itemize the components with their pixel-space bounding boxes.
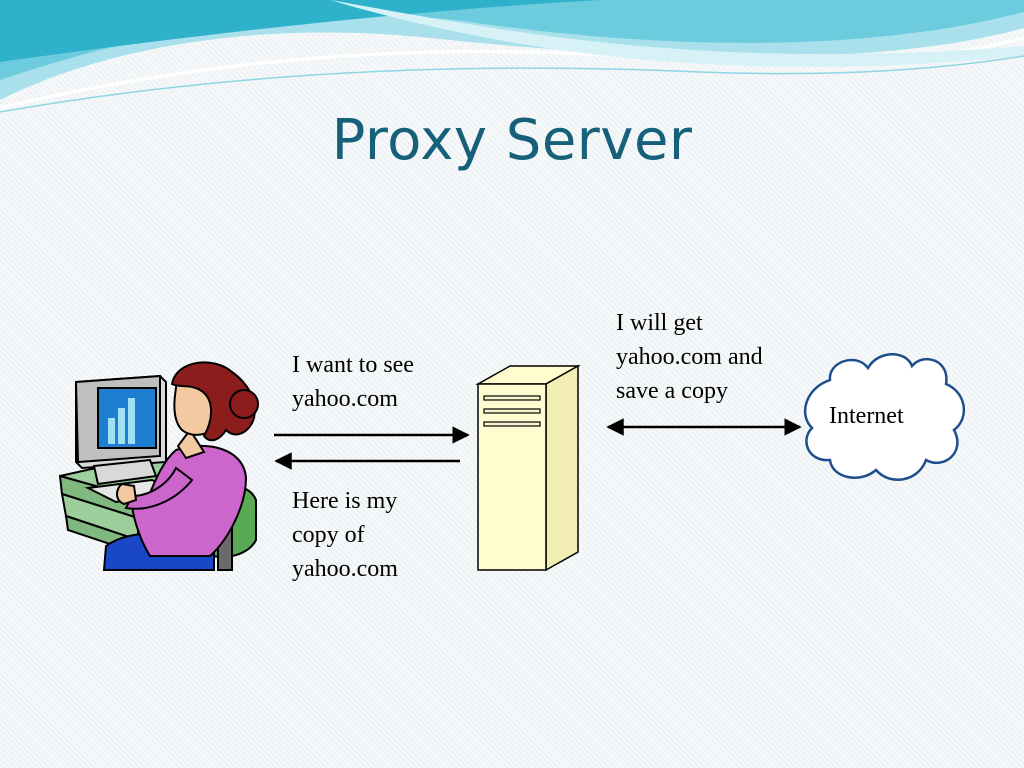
slide-title: Proxy Server bbox=[331, 108, 693, 173]
header-wave-decoration bbox=[0, 0, 1024, 113]
cloud-icon bbox=[803, 353, 966, 481]
user-at-computer-icon bbox=[58, 361, 259, 571]
response-label: Here is my copy of yahoo.com bbox=[292, 488, 398, 582]
server-icon bbox=[475, 364, 581, 572]
request-label: I want to see yahoo.com bbox=[292, 352, 414, 412]
fetch-label: I will get yahoo.com and save a copy bbox=[616, 310, 763, 404]
internet-label: Internet bbox=[829, 403, 904, 429]
